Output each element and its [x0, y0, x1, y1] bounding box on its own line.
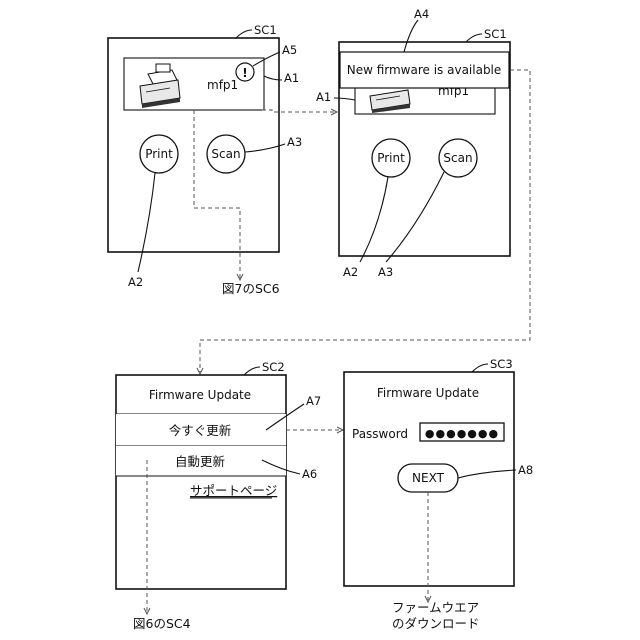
- sc2-title: Firmware Update: [149, 388, 251, 402]
- ref-a7: A7: [306, 394, 321, 408]
- auto-update-label: 自動更新: [175, 454, 225, 469]
- sc1-home-id-leader: [236, 30, 252, 38]
- ref-a5: A5: [282, 43, 297, 57]
- password-mask: ●●●●●●●: [425, 427, 499, 440]
- ref-download-line2: のダウンロード: [392, 616, 480, 631]
- support-page-link[interactable]: サポートページ: [190, 483, 277, 498]
- screen-sc3: SC3 Firmware Update Password ●●●●●●● NEX…: [344, 357, 533, 586]
- ref-a4: A4: [414, 7, 429, 21]
- password-label: Password: [352, 427, 408, 441]
- sc3-id-leader: [472, 364, 488, 372]
- ref-fig6-sc4: 図6のSC4: [133, 616, 191, 631]
- ref-a6: A6: [302, 467, 317, 481]
- ref-a1: A1: [284, 71, 299, 85]
- notice-ref-a2: A2: [343, 265, 358, 279]
- sc1-notice-id-label: SC1: [484, 27, 507, 41]
- ref-download-line1: ファームウエア: [392, 600, 479, 615]
- sc1-home-device-name: mfp1: [207, 78, 238, 92]
- screen-sc1-notice: SC1 mfp1 A1 New firmware is available A4…: [316, 7, 510, 279]
- ref-fig7-sc6: 図7のSC6: [222, 281, 280, 296]
- sc1-home-print-label: Print: [145, 147, 173, 161]
- screen-sc1-home: SC1 mfp1 ! A5 A1 Print Scan A3 A2: [108, 23, 302, 289]
- next-button-label: NEXT: [412, 471, 445, 485]
- ref-a2: A2: [128, 275, 143, 289]
- update-now-label: 今すぐ更新: [169, 423, 232, 438]
- sc2-id-label: SC2: [262, 360, 285, 374]
- sc1-notice-print-label: Print: [377, 151, 405, 165]
- sc1-home-id-label: SC1: [254, 23, 277, 37]
- notice-ref-a3: A3: [378, 265, 393, 279]
- ref-a3: A3: [287, 135, 302, 149]
- notice-ref-a1: A1: [316, 90, 331, 104]
- alert-glyph: !: [242, 66, 247, 80]
- sc1-notice-scan-label: Scan: [443, 151, 472, 165]
- sc1-notice-id-leader: [466, 34, 482, 42]
- ref-a8: A8: [518, 463, 533, 477]
- firmware-notice-text: New firmware is available: [347, 63, 502, 77]
- sc3-id-label: SC3: [490, 357, 513, 371]
- sc1-home-scan-label: Scan: [211, 147, 240, 161]
- sc2-frame: [116, 375, 286, 589]
- sc3-title: Firmware Update: [377, 386, 479, 400]
- sc2-id-leader: [244, 367, 260, 375]
